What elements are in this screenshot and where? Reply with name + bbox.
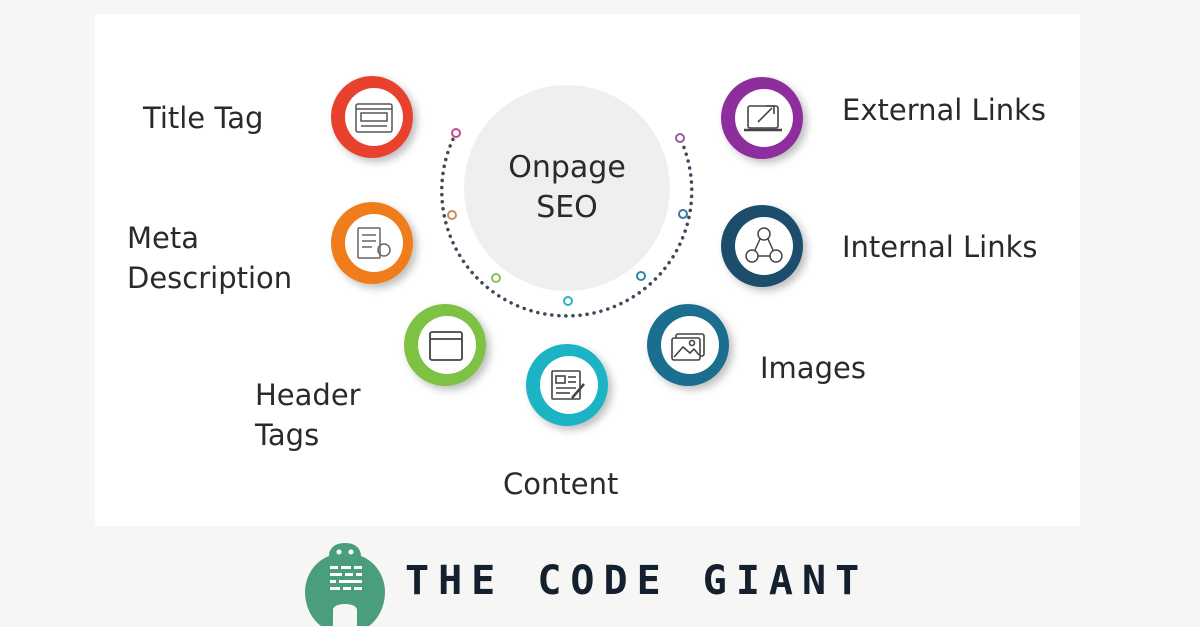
title-tag-icon [355, 103, 393, 133]
label-internal-links: Internal Links [842, 230, 1038, 264]
external-link-icon [744, 105, 782, 132]
label-header-line2: Tags [255, 418, 320, 452]
label-header-tags: Header Tags [255, 375, 361, 455]
document-gear-icon [357, 227, 391, 259]
image-gallery-icon [671, 333, 705, 361]
center-circle [464, 85, 670, 291]
label-meta-line2: Description [127, 261, 293, 295]
badge-external-links [721, 77, 803, 159]
badge-title-tag [331, 76, 413, 158]
label-header-line1: Header [255, 378, 361, 412]
label-content: Content [503, 467, 619, 501]
label-external-links: External Links [842, 93, 1047, 127]
label-images: Images [760, 351, 866, 385]
label-meta-description: Meta Description [127, 218, 292, 298]
badge-header-tags [404, 304, 486, 386]
label-title-tag: Title Tag [143, 101, 264, 135]
browser-window-icon [429, 331, 463, 361]
badge-meta-description [331, 202, 413, 284]
arc-connector-dots [447, 128, 688, 306]
code-giant-logo-icon [305, 543, 385, 626]
label-meta-line1: Meta [127, 221, 200, 255]
network-links-icon [745, 227, 783, 263]
center-title: Onpage SEO [467, 148, 667, 228]
content-edit-icon [551, 370, 585, 400]
brand-name: THE CODE GIANT [405, 558, 869, 604]
center-title-line1: Onpage [508, 150, 626, 185]
center-title-line2: SEO [536, 190, 598, 225]
badge-content [526, 344, 608, 426]
badge-internal-links [721, 205, 803, 287]
dotted-arc [440, 131, 694, 318]
